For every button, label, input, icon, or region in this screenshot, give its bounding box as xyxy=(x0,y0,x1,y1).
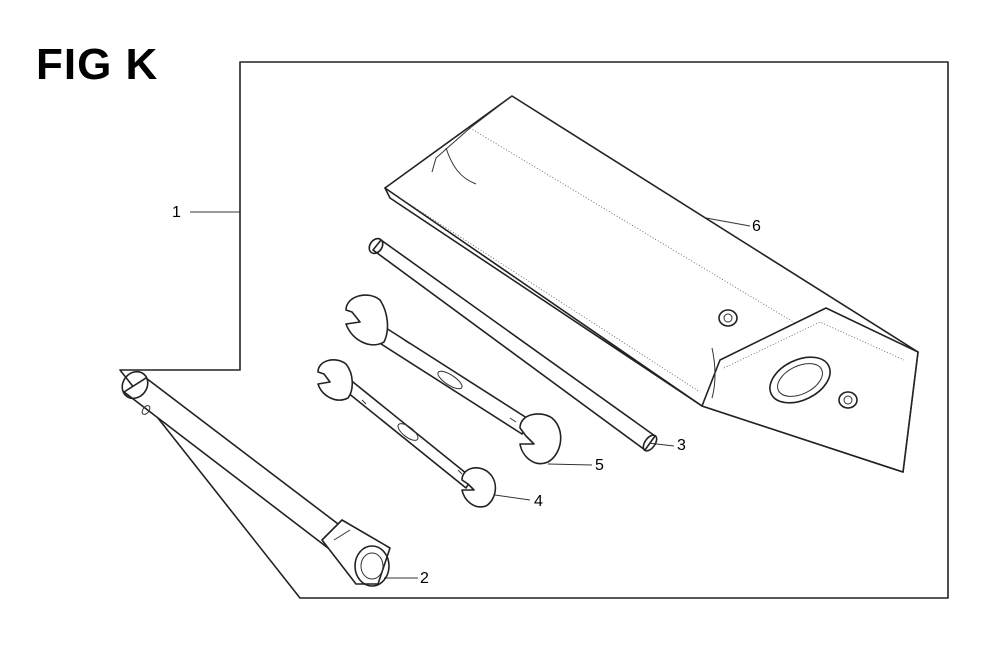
bar-handle-icon xyxy=(368,237,658,452)
callout-2: 2 xyxy=(420,570,429,587)
callout-4: 4 xyxy=(534,493,543,510)
open-end-wrench-small-icon xyxy=(317,359,497,508)
leader-line-5 xyxy=(547,463,593,466)
callout-3: 3 xyxy=(677,437,686,454)
spark-plug-wrench-icon xyxy=(121,370,391,587)
callout-5: 5 xyxy=(595,457,604,474)
callout-1: 1 xyxy=(172,204,181,221)
leader-line-6 xyxy=(705,217,751,227)
figure-title: FIG K xyxy=(36,40,159,89)
assembly-boundary xyxy=(119,61,949,599)
leader-line-3 xyxy=(647,442,675,447)
open-end-wrench-large-icon xyxy=(345,294,562,465)
tool-bag-icon xyxy=(384,95,919,473)
callout-6: 6 xyxy=(752,218,761,235)
